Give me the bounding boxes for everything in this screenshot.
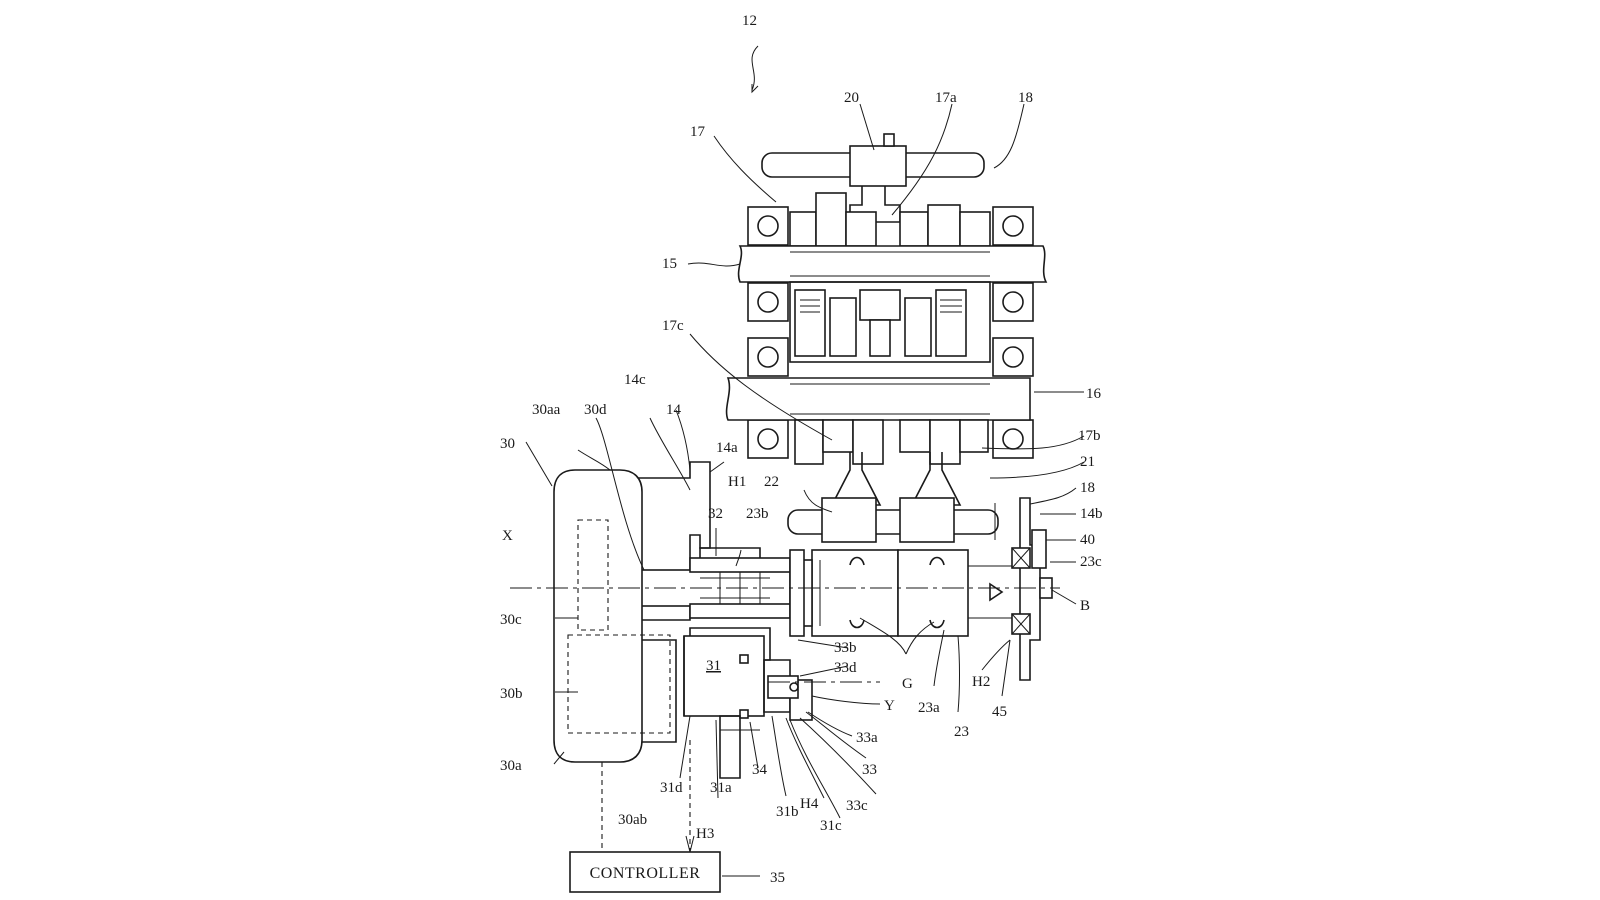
motor-output-shaft — [639, 549, 805, 637]
label-30: 30 — [500, 436, 515, 452]
label-14: 14 — [666, 402, 682, 418]
shift-drum-23 — [801, 549, 1021, 637]
label-35: 35 — [770, 870, 785, 886]
label-30aa: 30aa — [532, 402, 561, 418]
label-18-mid: 18 — [1080, 480, 1095, 496]
label-31c: 31c — [820, 818, 842, 834]
label-33c: 33c — [846, 798, 868, 814]
label-23b: 23b — [746, 506, 769, 522]
label-18-top: 18 — [1018, 90, 1033, 106]
reduction-unit — [683, 635, 813, 779]
label-12: 12 — [742, 13, 757, 29]
label-B: B — [1080, 598, 1090, 614]
shift-drum-assembly — [761, 133, 985, 223]
label-33d: 33d — [834, 660, 857, 676]
label-33: 33 — [862, 762, 877, 778]
axis-lines — [510, 587, 1060, 683]
label-23c: 23c — [1080, 554, 1102, 570]
electric-motor-30 — [553, 469, 695, 853]
label-14a: 14a — [716, 440, 738, 456]
label-30a: 30a — [500, 758, 522, 774]
label-17: 17 — [690, 124, 706, 140]
label-H1: H1 — [728, 474, 746, 490]
label-23: 23 — [954, 724, 969, 740]
fork-rod — [787, 497, 999, 543]
gear-cluster — [789, 281, 991, 363]
controller-label: CONTROLLER — [590, 865, 701, 882]
case-wall-14b — [1011, 497, 1053, 681]
label-33b: 33b — [834, 640, 857, 656]
label-40: 40 — [1080, 532, 1095, 548]
label-33a: 33a — [856, 730, 878, 746]
label-30c: 30c — [500, 612, 522, 628]
label-G: G — [902, 676, 913, 692]
label-17c: 17c — [662, 318, 684, 334]
label-H3: H3 — [696, 826, 714, 842]
label-45: 45 — [992, 704, 1007, 720]
label-23a: 23a — [918, 700, 940, 716]
label-14b: 14b — [1080, 506, 1103, 522]
label-22: 22 — [764, 474, 779, 490]
label-X: X — [502, 528, 513, 544]
controller-box: CONTROLLER — [569, 851, 760, 893]
upper-shaft-15 — [737, 192, 1048, 322]
label-30ab: 30ab — [618, 812, 647, 828]
label-16: 16 — [1086, 386, 1102, 402]
label-17a: 17a — [935, 90, 957, 106]
label-17b: 17b — [1078, 428, 1101, 444]
label-21: 21 — [1080, 454, 1095, 470]
label-Y: Y — [884, 698, 895, 714]
label-30b: 30b — [500, 686, 523, 702]
label-32: 32 — [708, 506, 723, 522]
label-15: 15 — [662, 256, 677, 272]
label-H2: H2 — [972, 674, 990, 690]
reference-labels: 12 20 17a 18 17 15 17c 16 14c 14 30aa 30… — [500, 13, 1103, 886]
label-30d: 30d — [584, 402, 607, 418]
label-14c: 14c — [624, 372, 646, 388]
leader-lines — [525, 45, 1085, 819]
label-H4: H4 — [800, 796, 819, 812]
lower-shaft-16 — [725, 337, 1034, 465]
label-31: 31 — [706, 658, 721, 674]
label-34: 34 — [752, 762, 768, 778]
label-31b: 31b — [776, 804, 799, 820]
label-31a: 31a — [710, 780, 732, 796]
label-31d: 31d — [660, 780, 683, 796]
label-20: 20 — [844, 90, 859, 106]
